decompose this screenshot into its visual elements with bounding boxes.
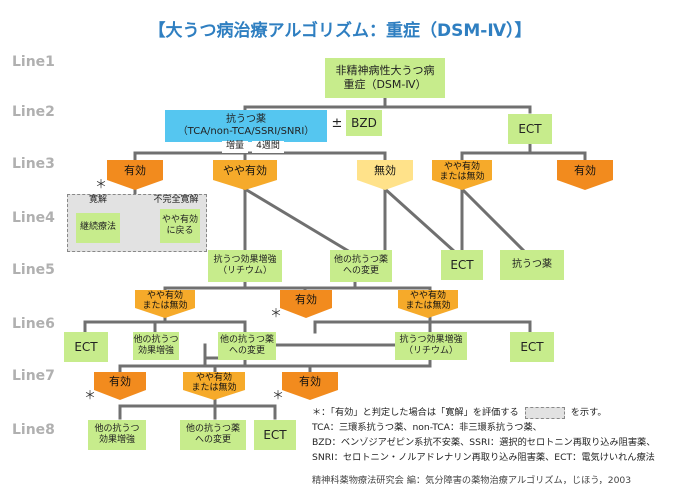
outcome-somewhat-line3: やや有効	[213, 160, 277, 190]
remission-swatch	[524, 406, 565, 419]
outcome-label-line1: やや有効	[146, 290, 183, 301]
outcome-effective-line7-left: 有効	[94, 372, 146, 400]
other-augment-box-line8: 他の抗うつ 効果増強	[88, 420, 146, 450]
switch-antidep-box-line8: 他の抗うつ薬 への変更	[180, 420, 246, 450]
remission-label: 寛解	[88, 195, 107, 206]
outcome-label: やや有効 または無効	[432, 160, 492, 184]
star-mark: ＊	[95, 177, 108, 191]
star-mark: ＊	[84, 388, 97, 402]
bzd-box: BZD	[346, 110, 382, 136]
row-label-line1: Line1	[12, 54, 55, 70]
switch-antidep-line1: 他の抗うつ薬	[185, 423, 240, 434]
lithium-augment-line1: 抗うつ効果増強	[399, 334, 463, 345]
outcome-label-line1: やや有効	[409, 290, 446, 301]
outcome-somewhat-or-ineffective-line3: やや有効 または無効	[432, 160, 492, 190]
antidepressant-box: 抗うつ薬 （TCA/non-TCA/SSRI/SNRI）	[165, 110, 327, 142]
continuation-therapy-box: 継続療法	[76, 213, 120, 243]
outcome-label-line2: または無効	[439, 172, 485, 182]
antidep-box-line4: 抗うつ薬	[500, 250, 564, 280]
outcome-label: 有効	[574, 163, 596, 177]
star-mark: ＊	[272, 388, 285, 402]
switch-antidep-line1: 他の抗うつ薬	[333, 254, 388, 265]
lithium-augment-box: 抗うつ効果増強 （リチウム）	[208, 250, 282, 282]
row-label-line8: Line8	[12, 422, 55, 438]
other-augment-line1: 他の抗うつ	[94, 423, 140, 434]
outcome-label-line2: または無効	[405, 301, 451, 311]
antidepressant-box-line2: （TCA/non-TCA/SSRI/SNRI）	[177, 126, 315, 137]
lithium-augment-line1: 抗うつ効果増強	[213, 254, 277, 265]
lithium-augment-line2: （リチウム）	[403, 346, 458, 356]
outcome-effective-line7-right: 有効	[282, 372, 338, 400]
ect-box-line6-left: ECT	[64, 332, 108, 362]
page-title: 【大うつ病治療アルゴリズム：重症（DSM-Ⅳ）】	[148, 21, 532, 41]
outcome-somewhat-or-ineffective-line6-left: やや有効 または無効	[135, 290, 195, 318]
ect-box-line6-right: ECT	[510, 332, 554, 362]
switch-antidep-box-line6: 他の抗うつ薬 への変更	[218, 332, 276, 360]
outcome-effective-line3: 有効	[107, 160, 163, 190]
outcome-label-line2: または無効	[142, 301, 188, 311]
outcome-label-line1: やや有効	[443, 161, 480, 172]
other-augment-line2: 効果増強	[137, 346, 174, 356]
outcome-label: 有効	[124, 163, 146, 177]
row-label-line3: Line3	[12, 156, 55, 172]
abbreviation-line1: TCA：三環系抗うつ薬、non-TCA：非三環系抗うつ薬、	[312, 422, 542, 433]
outcome-label-line1: やや有効	[195, 372, 232, 383]
ect-box-line8: ECT	[254, 420, 296, 450]
row-label-line5: Line5	[12, 262, 55, 278]
return-box-line2: に戻る	[166, 226, 194, 236]
outcome-label: やや有効 または無効	[398, 290, 458, 312]
switch-antidep-line2: への変更	[228, 346, 265, 356]
source-credit: 精神科薬物療法研究会 編：気分障害の薬物治療アルゴリズム，じほう，2003	[312, 475, 632, 486]
return-to-somewhat-box: やや有効 に戻る	[160, 209, 200, 243]
incomplete-remission-label: 不完全寛解	[153, 195, 199, 206]
abbreviation-line2: BZD：ベンゾジアゼピン系抗不安薬、SSRI：選択的セロトニン再取り込み阻害薬、	[312, 437, 656, 448]
abbreviation-line3: SNRI：セロトニン・ノルアドレナリン再取り込み阻害薬、ECT：電気けいれん療法	[312, 452, 655, 463]
other-augment-line1: 他の抗うつ	[133, 334, 179, 345]
outcome-label: やや有効 または無効	[135, 290, 195, 312]
outcome-somewhat-or-ineffective-line6-right: やや有効 または無効	[398, 290, 458, 318]
other-augment-box-line6: 他の抗うつ 効果増強	[133, 332, 179, 360]
ect-top-box: ECT	[508, 114, 552, 144]
lithium-augment-box-line6: 抗うつ効果増強 （リチウム）	[395, 332, 467, 360]
plus-minus-sign: ±	[330, 114, 344, 134]
dose-increase-label: 増量	[222, 141, 248, 153]
outcome-label: 有効	[299, 374, 321, 388]
outcome-label: やや有効	[223, 163, 267, 177]
outcome-label: 有効	[295, 292, 317, 306]
row-label-line4: Line4	[12, 210, 55, 226]
outcome-label-line2: または無効	[191, 383, 237, 393]
outcome-label: 無効	[374, 163, 396, 177]
outcome-label: 有効	[109, 374, 131, 388]
start-box-line1: 非精神病性大うつ病	[335, 64, 435, 78]
other-augment-line2: 効果増強	[98, 435, 135, 445]
outcome-effective-ect-line3: 有効	[557, 160, 613, 190]
return-box-line1: やや有効	[161, 214, 198, 225]
start-box: 非精神病性大うつ病 重症（DSM-Ⅳ）	[325, 58, 445, 98]
switch-antidep-line2: への変更	[342, 266, 379, 276]
star-footnote-post: を示す。	[570, 407, 607, 418]
lithium-augment-line2: （リチウム）	[217, 266, 272, 276]
row-label-line6: Line6	[12, 316, 55, 332]
outcome-somewhat-or-ineffective-line7: やや有効 または無効	[183, 372, 245, 400]
switch-antidep-line2: への変更	[194, 435, 231, 445]
star-footnote: ＊：「有効」と判定した場合は「寛解」を評価する を示す。	[312, 404, 607, 419]
outcome-label: やや有効 または無効	[183, 372, 245, 394]
switch-antidep-line1: 他の抗うつ薬	[219, 334, 274, 345]
row-label-line7: Line7	[12, 368, 55, 384]
switch-antidep-box-line5: 他の抗うつ薬 への変更	[330, 250, 392, 282]
start-box-line2: 重症（DSM-Ⅳ）	[343, 78, 427, 91]
antidepressant-box-line1: 抗うつ薬	[226, 113, 266, 125]
star-footnote-pre: ＊：「有効」と判定した場合は「寛解」を評価する	[312, 407, 519, 418]
weeks-label: 4週間	[252, 141, 284, 153]
ect-box-line4: ECT	[441, 250, 483, 280]
outcome-ineffective-line3: 無効	[357, 160, 413, 190]
outcome-effective-line6: 有効	[280, 290, 332, 318]
row-label-line2: Line2	[12, 104, 55, 120]
star-mark: ＊	[270, 306, 283, 320]
